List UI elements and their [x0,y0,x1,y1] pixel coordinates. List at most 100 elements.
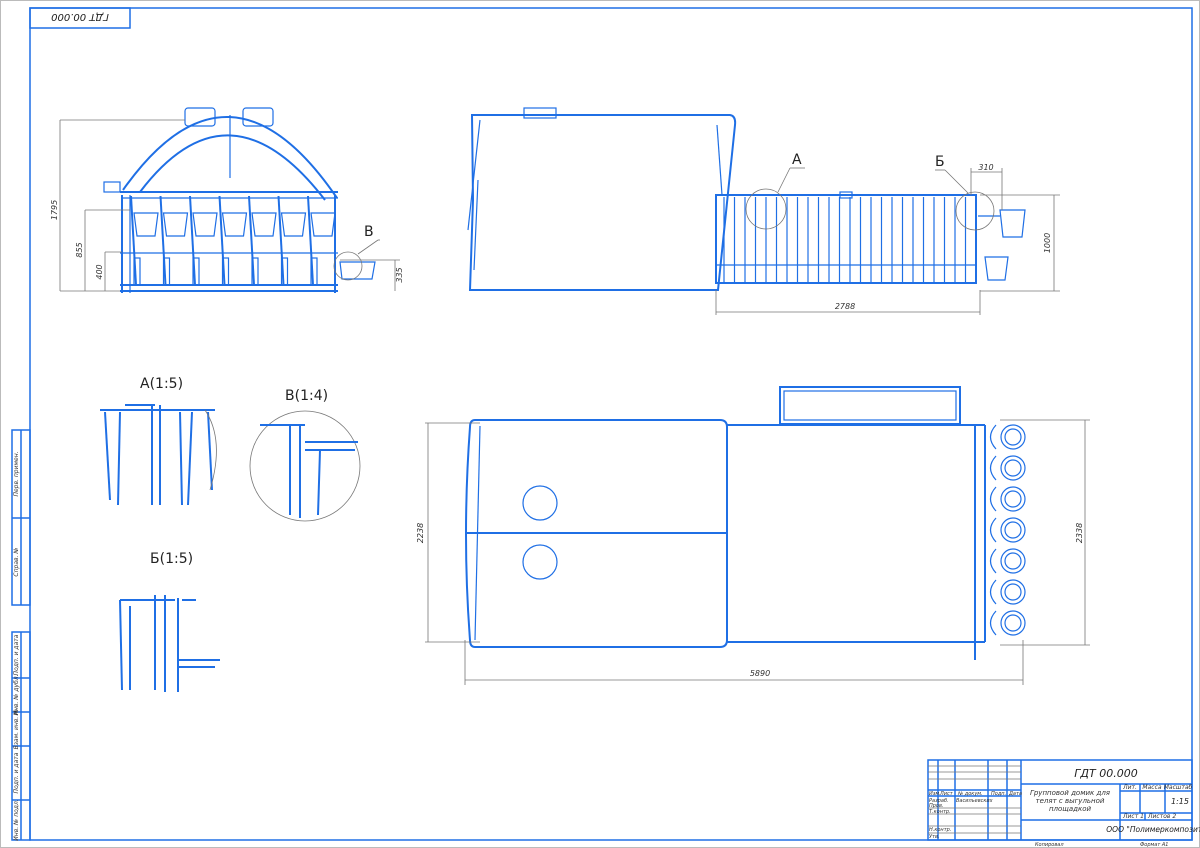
bucket-outer [1000,455,1026,481]
title-name-1: Групповой домик для [1030,789,1110,797]
col-sign: Подп. [991,791,1006,797]
front-stall-post [189,195,196,286]
bucket-inner [1004,490,1022,508]
bucket-holder [989,610,997,636]
detail-v: В(1:4) [249,388,361,522]
top-view: 2238 2338 5890 [416,386,1090,685]
front-post-foot [251,257,259,286]
front-bucket [133,212,159,237]
bucket-holder [989,548,997,574]
row-developed: Разраб. [929,798,949,804]
bucket-outer [1000,610,1026,636]
front-view: 1795 855 400 335 В [50,107,404,293]
dim-length-2788: 2788 [835,302,855,311]
bucket-outer [1000,579,1026,605]
front-stall-post [130,195,137,286]
dim-width-2238: 2238 [416,523,425,543]
bucket-outer [1000,424,1026,450]
bucket-holder [989,486,997,512]
dim-height-400: 400 [95,264,104,279]
front-post-foot [280,257,289,286]
bucket-holder [989,517,997,543]
row-approved: Утв. [929,834,940,840]
bucket-inner [1004,552,1022,570]
title-code: ГДТ 00.000 [1074,767,1137,780]
front-stall-post [248,195,255,286]
title-sheet: Лист 1 [1122,813,1144,820]
col-doc-no: № докум. [957,791,983,797]
front-bucket [280,212,307,237]
developer-name: Васильевских [956,798,993,804]
bucket-inner [1004,428,1022,446]
strip-ref-no: Справ. № [13,547,20,576]
front-post-foot [221,257,230,286]
dim-length-5890: 5890 [750,669,770,678]
title-scale-label: Масштаб [1164,784,1193,791]
bucket-inner [1004,521,1022,539]
front-bucket [192,212,218,237]
title-scale: 1:15 [1171,797,1189,806]
dim-height-total: 1795 [50,200,59,220]
detail-v-title: В(1:4) [285,388,328,404]
front-post-foot [192,257,200,286]
dim-height-335: 335 [395,267,404,282]
strip-dup-inv: Инв. № дубл. [13,674,20,715]
front-post-foot [162,257,171,286]
bucket-outer [1000,548,1026,574]
bucket-inner [1004,459,1022,477]
detail-b-title: Б(1:5) [150,551,193,567]
bucket-outer [1000,486,1026,512]
callout-v: В [364,224,374,240]
front-bucket [162,212,189,237]
front-post-foot [133,257,141,286]
strip-orig-inv: Инв. № подл. [13,799,20,840]
row-tech-control: Т.контр. [929,809,951,815]
format-label: Формат А1 [1140,842,1168,848]
detail-b: Б(1:5) [119,551,220,692]
stamp-box [29,7,131,29]
bucket-holder [989,579,997,605]
front-bucket [221,212,248,237]
title-name-2: телят с выгульной [1036,797,1105,805]
stamp-code: ГДТ 00.000 [51,11,109,22]
dim-height-855: 855 [75,242,84,257]
bucket-holder [989,455,997,481]
strip-sign-date-2: Подп. и дата [13,752,20,793]
front-stall-post [277,195,285,286]
copied-label: Копировал [1035,842,1064,848]
front-stall-post [218,195,226,286]
bucket-inner [1004,614,1022,632]
title-sheets: Листов 2 [1147,813,1176,820]
strip-replace-inv: Взам. инв. № [13,709,20,750]
row-norm-control: Н.контр. [929,827,951,833]
side-strip: Перв. примен. Справ. № Подп. и дата Инв.… [11,429,31,841]
title-lit: Лит. [1122,784,1137,791]
strip-first-use: Перв. примен. [13,451,20,496]
title-block: ГДТ 00.000 Групповой домик для телят с в… [927,759,1200,848]
title-mass: Масса [1142,784,1161,791]
callout-b: Б [935,154,945,170]
row-checked: Пров. [929,803,944,809]
front-stall-post [307,195,314,286]
dim-width-2338: 2338 [1075,523,1084,543]
col-date: Дата [1008,791,1022,797]
front-post-foot [310,257,318,286]
drawing-frame [29,7,1193,841]
dim-height-1000: 1000 [1043,233,1052,253]
title-name-3: площадкой [1049,805,1092,813]
bucket-outer [1000,517,1026,543]
callout-a: А [792,152,802,168]
col-list: Лист [939,791,954,797]
detail-a: А(1:5) [100,376,217,506]
strip-sign-date-1: Подп. и дата [13,634,20,675]
dim-width-310: 310 [978,163,993,172]
front-bucket [251,212,277,237]
title-company: ООО "Полимеркомпозит" [1106,825,1200,834]
bucket-holder [989,424,997,450]
front-bucket [310,212,336,237]
side-view: А Б 2788 310 1000 [467,107,1060,315]
front-stall-post [159,195,167,286]
col-izm: Изм. [929,791,941,797]
